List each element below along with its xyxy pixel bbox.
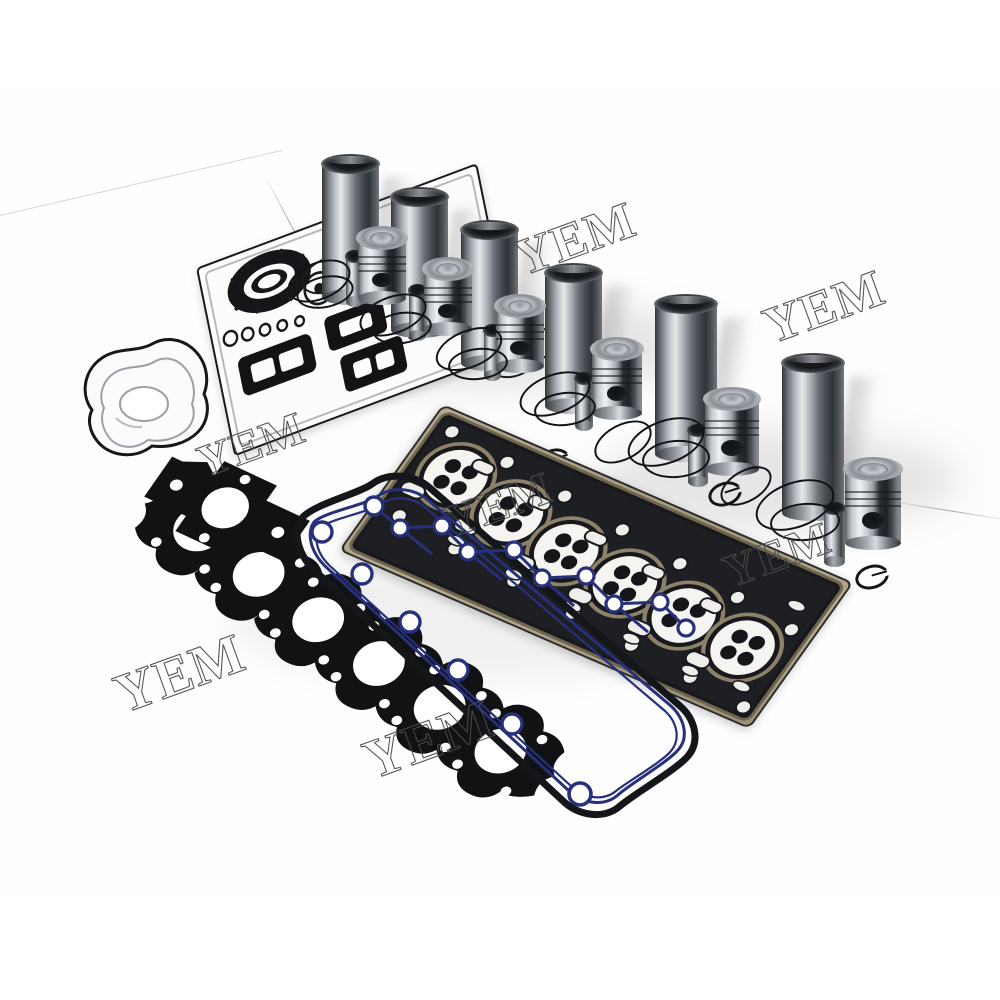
piston-2 [422, 257, 474, 336]
valve-cover-gasket [262, 470, 802, 850]
piston-3 [494, 294, 546, 373]
head-gasket [338, 404, 854, 730]
timing-cover-gasket-outline [83, 338, 209, 457]
piston-pin-4 [574, 372, 594, 431]
valve-cover-gasket-art [293, 472, 699, 819]
piston-pin-5 [687, 424, 709, 487]
piston-pin-6 [823, 502, 846, 567]
head-gasket-art [349, 412, 844, 721]
timing-cover-gasket [60, 322, 250, 477]
cylinder-liner-5 [654, 294, 755, 462]
cylinder-liner-6 [781, 353, 882, 521]
piston-4 [590, 337, 644, 420]
piston-1 [356, 226, 408, 305]
piston-5 [703, 387, 761, 476]
piston-6 [843, 457, 903, 550]
intake-port-gasket [122, 430, 331, 589]
piston-pin-2 [408, 284, 427, 341]
